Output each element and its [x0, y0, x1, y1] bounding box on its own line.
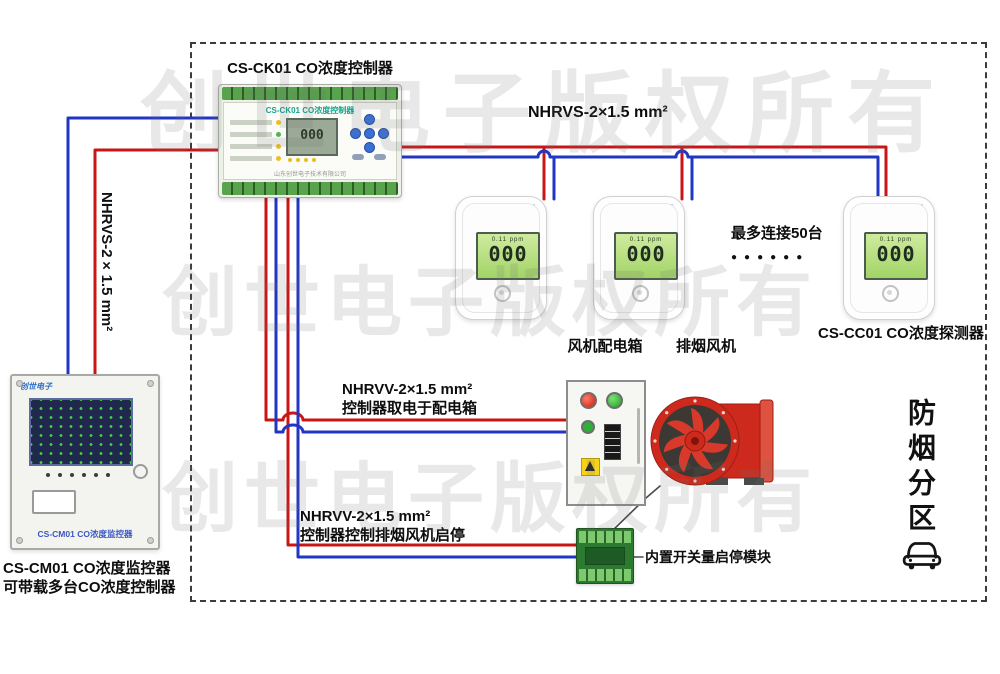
co-controller-device: CS-CK01 CO浓度控制器 000 山东创世电子技术有限公司: [218, 84, 402, 198]
door-handle: [637, 408, 640, 464]
module-label: 内置开关量启停模块: [645, 549, 771, 565]
terminal-strip-icon: [222, 87, 398, 100]
screw-icon: [147, 537, 154, 544]
smoke-zone-label: 防烟分区: [905, 398, 936, 538]
brand-logo-icon: [882, 285, 899, 302]
bus-cable-label: NHRVS-2×1.5 mm²: [528, 104, 668, 121]
wire-blue-to-module: [296, 194, 578, 559]
screw-icon: [16, 380, 23, 387]
lcd-small-text: 0.11 ppm: [879, 237, 913, 243]
brand-logo-icon: [494, 285, 511, 302]
wire-red-bus: [398, 145, 888, 201]
led-matrix-screen: [29, 398, 133, 466]
down-button: [364, 142, 375, 153]
terminal-strip-icon: [579, 569, 631, 581]
detector-face: 0.11 ppm 000: [462, 203, 540, 313]
wire-blue-bus: [398, 149, 880, 201]
co-detector-1: CS-CC01 0.11 ppm 000: [455, 196, 547, 320]
bolt-dots-icon: [653, 399, 737, 483]
terminal-strip-icon: [579, 531, 631, 543]
switch-module-device: [576, 528, 634, 584]
detector-face: 0.11 ppm 000: [850, 203, 928, 313]
wire-blue-to-powerbox: [274, 194, 568, 434]
fan-box-label: 风机配电箱: [567, 338, 643, 355]
co-monitor-device: 创世电子 CS-CM01 CO浓度监控器: [10, 374, 160, 550]
car-icon: [902, 542, 942, 570]
monitor-label-line2: 可带载多台CO浓度控制器: [3, 579, 176, 596]
monitor-buttons: [46, 473, 110, 477]
card-slot: [32, 490, 76, 514]
detector-face: 0.11 ppm 000: [600, 203, 678, 313]
wire-blue-to-monitor: [66, 116, 220, 376]
detector-lcd: 0.11 ppm 000: [864, 232, 928, 280]
screw-icon: [16, 537, 23, 544]
start-button: [581, 420, 595, 434]
controller-lcd: 000: [286, 118, 338, 156]
status-row: [230, 132, 281, 137]
status-row: [230, 144, 281, 149]
power-cable-line1: NHRVV-2×1.5 mm²: [342, 381, 473, 398]
ellipsis-dots: ●●●●●●: [731, 252, 810, 263]
co-detector-2: CS-CC01 0.11 ppm 000: [593, 196, 685, 320]
wire-module-to-fan: [611, 485, 661, 532]
led-row: [288, 158, 316, 162]
monitor-label-line1: CS-CM01 CO浓度监控器: [3, 560, 171, 577]
status-row: [230, 156, 281, 161]
co-detector-3: CS-CC01 0.11 ppm 000: [843, 196, 935, 320]
buzzer-icon: [133, 464, 148, 479]
detector-label: CS-CC01 CO浓度探测器: [818, 325, 984, 342]
monitor-model-text: CS-CM01 CO浓度监控器: [37, 529, 133, 539]
monitor-label: CS-CM01 CO浓度监控器 可带载多台CO浓度控制器: [3, 559, 176, 597]
exhaust-fan-label: 排烟风机: [675, 338, 736, 355]
controller-face: CS-CK01 CO浓度控制器 000 山东创世电子技术有限公司: [223, 102, 397, 180]
power-cable-label: NHRVV-2×1.5 mm² 控制器取电于配电箱: [342, 380, 477, 418]
detector-lcd: 0.11 ppm 000: [614, 232, 678, 280]
detector-lcd: 0.11 ppm 000: [476, 232, 540, 280]
power-cable-line2: 控制器取电于配电箱: [342, 400, 478, 417]
lcd-value: 000: [876, 242, 916, 266]
brand-text: 创世电子: [20, 382, 52, 391]
lcd-value: 000: [488, 242, 528, 266]
set-button: [352, 154, 364, 160]
monitor-cable-label: NHRVS-2×1.5 mm²: [98, 192, 115, 332]
controller-face-title: CS-CK01 CO浓度控制器: [265, 106, 355, 115]
lcd-value: 000: [626, 242, 666, 266]
wire-red-to-monitor: [93, 148, 220, 376]
exhaust-fan-device: [650, 396, 774, 486]
status-row: [230, 120, 281, 125]
control-cable-label: NHRVV-2×1.5 mm² 控制器控制排烟风机启停: [300, 507, 465, 545]
screw-icon: [147, 380, 154, 387]
lcd-small-text: 0.11 ppm: [629, 237, 663, 243]
confirm-button: [374, 154, 386, 160]
status-rows: [230, 120, 281, 168]
controller-label: CS-CK01 CO浓度控制器: [227, 60, 393, 77]
ok-button: [364, 128, 375, 139]
left-button: [350, 128, 361, 139]
warning-sticker-icon: [581, 458, 600, 476]
brand-logo-icon: [632, 285, 649, 302]
smoke-zone-boundary: [190, 42, 987, 602]
manufacturer-text: 山东创世电子技术有限公司: [273, 172, 346, 178]
up-button: [364, 114, 375, 125]
wire-red-to-module: [286, 194, 578, 547]
right-button: [378, 128, 389, 139]
module-core: [585, 547, 625, 565]
controller-keypad: [346, 114, 392, 162]
green-indicator-lamp: [606, 392, 623, 409]
terminal-strip-icon: [222, 182, 398, 195]
control-cable-line1: NHRVV-2×1.5 mm²: [300, 508, 431, 525]
max-connect-label: 最多连接50台: [731, 225, 823, 242]
meter-icon: [604, 424, 621, 460]
fan-power-box: [566, 380, 646, 506]
red-indicator-lamp: [580, 392, 597, 409]
wire-red-to-powerbox: [264, 194, 568, 422]
lcd-small-text: 0.11 ppm: [491, 237, 525, 243]
control-cable-line2: 控制器控制排烟风机启停: [300, 527, 466, 544]
